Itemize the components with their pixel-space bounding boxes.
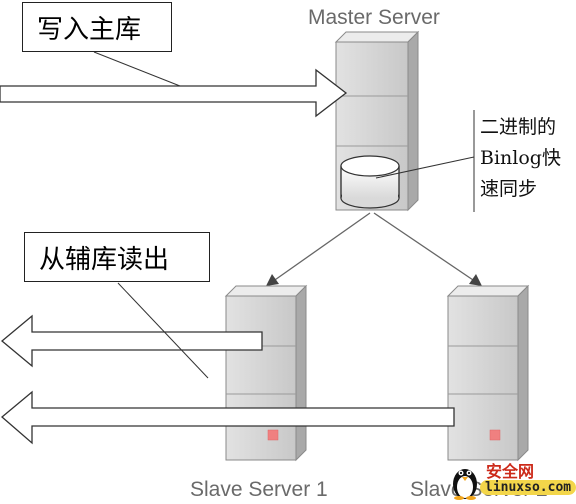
callout-leaders	[93, 51, 475, 379]
replication-arrows	[266, 212, 482, 286]
read-arrows	[0, 314, 455, 445]
watermark-title: 安全网	[486, 462, 535, 481]
note-line-1: 二进制的	[480, 116, 557, 138]
write-master-callout: 写入主库	[22, 2, 172, 52]
slave-server-1-label: Slave Server 1	[190, 478, 328, 501]
master-server-label: Master Server	[308, 6, 440, 29]
binlog-sync-note: 二进制的 Binlog快 速同步	[480, 112, 576, 205]
penguin-logo-icon	[453, 469, 477, 500]
slave-server-2	[446, 284, 530, 462]
watermark-url: linuxso.com	[480, 480, 576, 495]
note-line-2: Binlog快	[480, 147, 561, 169]
slave-1-indicator	[267, 429, 279, 441]
database-disk-icon	[340, 155, 400, 209]
site-watermark: 安全网 linuxso.com	[450, 456, 576, 502]
write-arrow	[0, 68, 348, 118]
note-line-3: 速同步	[480, 178, 538, 200]
slave-server-1	[224, 284, 308, 462]
slave-2-indicator	[489, 429, 501, 441]
read-slave-callout: 从辅库读出	[24, 232, 210, 282]
